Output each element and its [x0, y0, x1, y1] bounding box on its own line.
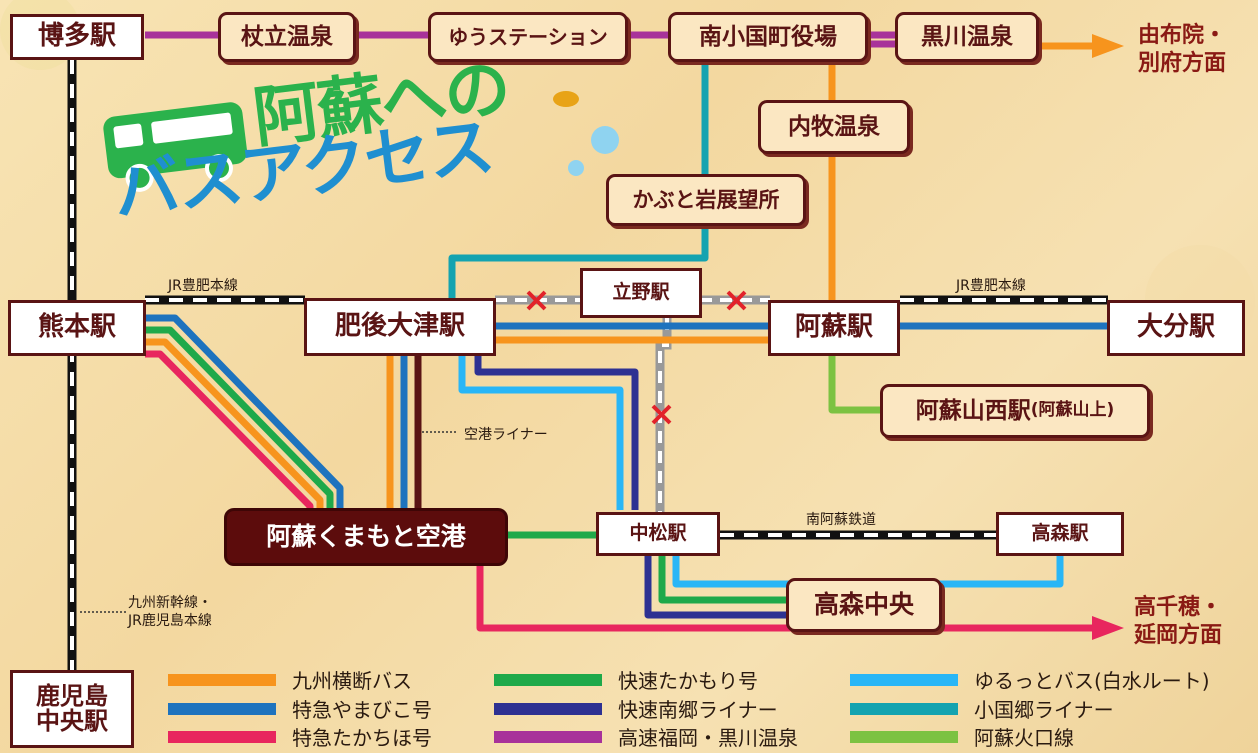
- legend-label: 快速南郷ライナー: [618, 698, 778, 722]
- station-tateno[interactable]: 立野駅: [580, 268, 702, 318]
- legend-item: 特急たかちほ号: [168, 722, 432, 751]
- station-kabutoiwa[interactable]: かぶと岩展望所: [606, 174, 806, 226]
- legend-item: 快速たかもり号: [494, 665, 758, 694]
- label-minamiaso-rail: 南阿蘇鉄道: [806, 512, 876, 528]
- legend-swatch: [494, 673, 602, 686]
- bus-icon: [103, 102, 248, 192]
- legend-label: 阿蘇火口線: [974, 726, 1074, 750]
- station-higo-ozu[interactable]: 肥後大津駅: [304, 298, 496, 356]
- station-aso[interactable]: 阿蘇駅: [768, 300, 900, 356]
- station-aso-sansai-label: 阿蘇山西駅: [915, 397, 1031, 424]
- legend-label: 特急たかちほ号: [292, 726, 432, 750]
- legend-label: ゆるっとバス(白水ルート): [974, 669, 1210, 693]
- station-tsuetate-onsen[interactable]: 杖立温泉: [218, 12, 356, 62]
- legend-item: 特急やまびこ号: [168, 694, 432, 723]
- label-shinkansen: 九州新幹線・ JR鹿児島本線: [128, 594, 212, 630]
- legend-label: 特急やまびこ号: [292, 698, 432, 722]
- legend-label: 九州横断バス: [292, 669, 412, 693]
- station-takamori[interactable]: 高森駅: [996, 512, 1124, 556]
- station-minamioguni[interactable]: 南小国町役場: [668, 12, 868, 62]
- dest-takachiho-line2: 延岡方面: [1134, 622, 1223, 648]
- station-uchinomaki-onsen[interactable]: 内牧温泉: [758, 100, 910, 154]
- station-aso-sansai[interactable]: 阿蘇山西駅(阿蘇山上): [880, 384, 1150, 438]
- station-aso-sansai-note: (阿蘇山上): [1030, 400, 1115, 421]
- arrow-yufuin: [1092, 34, 1124, 58]
- destination-yufuin-beppu: 由布院・ 別府方面: [1138, 22, 1226, 77]
- station-kurokawa-onsen[interactable]: 黒川温泉: [895, 12, 1039, 62]
- legend-item: 高速福岡・黒川温泉: [494, 722, 798, 751]
- legend-swatch: [850, 702, 958, 715]
- legend-swatch: [168, 673, 276, 686]
- legend-swatch: [168, 702, 276, 715]
- bee-icon: [553, 91, 579, 107]
- legend-swatch: [494, 730, 602, 743]
- station-kumamoto[interactable]: 熊本駅: [8, 300, 146, 356]
- route-oguni-liner: [448, 58, 709, 310]
- label-jr-hohi-east: JR豊肥本線: [956, 278, 1026, 294]
- label-shinkansen-line1: 九州新幹線・: [128, 595, 212, 611]
- station-takamori-chuo[interactable]: 高森中央: [786, 578, 942, 632]
- legend-item: 阿蘇火口線: [850, 722, 1074, 751]
- legend-item: ゆるっとバス(白水ルート): [850, 665, 1210, 694]
- label-shinkansen-line2: JR鹿児島本線: [128, 613, 212, 630]
- arrow-takachiho: [1092, 616, 1124, 640]
- legend-item: 九州横断バス: [168, 665, 412, 694]
- legend-swatch: [850, 730, 958, 743]
- dest-takachiho-line1: 高千穂・: [1134, 595, 1223, 620]
- station-oita[interactable]: 大分駅: [1107, 300, 1245, 356]
- legend-label: 小国郷ライナー: [974, 698, 1114, 722]
- legend-label: 快速たかもり号: [618, 669, 758, 693]
- legend-swatch: [850, 673, 958, 686]
- suspended-marks: [526, 290, 747, 425]
- sparkle-icon: [568, 126, 619, 176]
- label-jr-hohi-west: JR豊肥本線: [168, 278, 238, 294]
- station-kagoshima-line1: 鹿児島: [36, 681, 108, 710]
- legend-item: 小国郷ライナー: [850, 694, 1114, 723]
- route-nango-liner: [474, 355, 639, 510]
- station-yu-station[interactable]: ゆうステーション: [428, 12, 628, 62]
- station-aso-kumamoto-airport[interactable]: 阿蘇くまもと空港: [224, 508, 508, 566]
- legend-swatch: [494, 702, 602, 715]
- station-hakata[interactable]: 博多駅: [10, 14, 144, 60]
- destination-takachiho-nobeoka: 高千穂・ 延岡方面: [1134, 594, 1222, 649]
- legend-item: 快速南郷ライナー: [494, 694, 778, 723]
- route-yurutto: [458, 355, 624, 510]
- station-nakamatsu[interactable]: 中松駅: [596, 512, 720, 556]
- dest-yufuin-line1: 由布院・: [1138, 23, 1227, 48]
- station-kagoshima-chuo[interactable]: 鹿児島 中央駅: [10, 670, 134, 748]
- legend-label: 高速福岡・黒川温泉: [618, 726, 798, 750]
- dest-yufuin-line2: 別府方面: [1138, 50, 1227, 76]
- station-kagoshima-line2: 中央駅: [36, 707, 108, 735]
- label-airport-liner: 空港ライナー: [464, 427, 548, 443]
- legend-swatch: [168, 730, 276, 743]
